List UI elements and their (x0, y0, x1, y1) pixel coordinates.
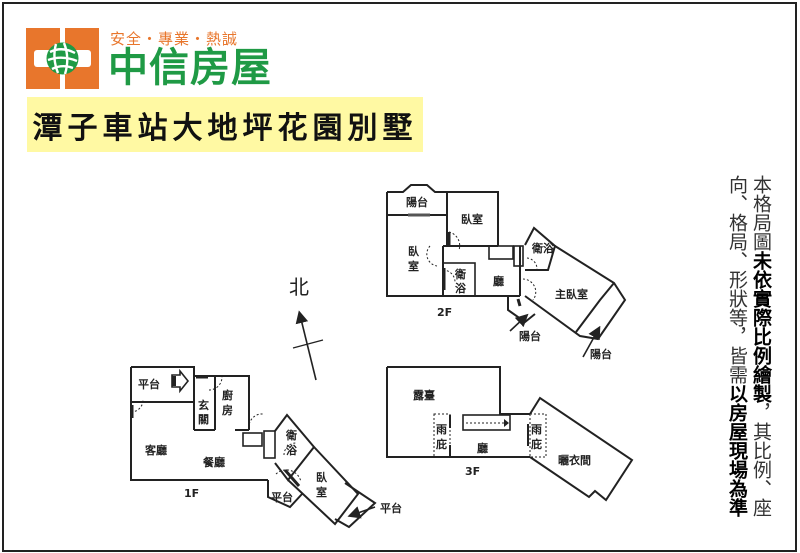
disclaimer-text-bold: 未依實際比例繪製 (750, 251, 772, 403)
disclaimer-text: 本格局圖 (750, 175, 772, 251)
room-label: 房 (222, 403, 233, 417)
room-label: 衛 (454, 267, 466, 281)
room-label: 衛 (285, 428, 297, 442)
room-label: 浴 (455, 281, 467, 295)
room-label: 露臺 (413, 388, 435, 402)
room-label: 主臥室 (555, 287, 588, 301)
room-label: 雨 (531, 423, 542, 436)
room-label: 廚 (222, 388, 233, 402)
room-label: 浴 (286, 443, 298, 457)
brand-name: 中信房屋 (108, 45, 272, 91)
room-label: 臥室 (461, 212, 483, 226)
room-label: 陽台 (590, 347, 612, 361)
room-label: 玄 (198, 398, 209, 412)
brand-slogan: 安全・專業・熱誠 (110, 30, 239, 48)
floor-1f-plan (130, 366, 377, 529)
disclaimer-text: ，其比例、座 (750, 403, 772, 517)
room-label: 平台 (138, 377, 160, 391)
room-label: 廳 (493, 274, 504, 288)
disclaimer-text: 皆需 (726, 346, 748, 384)
company-logo-icon (26, 28, 99, 89)
room-label: 陽台 (519, 329, 541, 343)
page-title: 潭子車站大地坪花園別墅 (32, 110, 418, 146)
room-label: 臥 (316, 471, 328, 484)
title-banner: 潭子車站大地坪花園別墅 (27, 97, 423, 152)
floor-label-1f: 1F (184, 487, 199, 500)
compass-north-label: 北 (289, 275, 309, 299)
room-label: 廳 (477, 441, 488, 455)
room-label: 客廳 (144, 443, 167, 457)
room-label: 臥 (408, 245, 420, 258)
room-label: 餐廳 (202, 455, 225, 469)
floor-label-3f: 3F (465, 465, 480, 478)
room-label: 庇 (531, 437, 542, 451)
room-label: 雨 (436, 423, 447, 436)
room-label: 曬衣間 (558, 453, 591, 467)
room-label: 關 (198, 413, 209, 426)
room-label: 室 (408, 259, 419, 273)
compass-icon (292, 310, 324, 381)
floor-2f-plan (386, 184, 627, 358)
room-label: 衛浴 (531, 241, 555, 255)
floor-3f-plan (386, 366, 634, 502)
disclaimer-text-bold: 以房屋現場為準 (726, 384, 748, 517)
room-label: 室 (316, 485, 327, 499)
disclaimer-column-2: 向、格局、形狀等，皆需以房屋現場為準 (726, 175, 748, 517)
room-label: 平台 (380, 501, 402, 515)
room-label: 庇 (436, 437, 447, 451)
room-label: 陽台 (406, 195, 428, 209)
disclaimer-column-1: 本格局圖未依實際比例繪製，其比例、座 (750, 175, 772, 517)
floor-label-2f: 2F (437, 306, 452, 319)
room-label: 平台 (271, 490, 293, 504)
disclaimer-text: 向、格局、形狀等， (726, 175, 748, 346)
